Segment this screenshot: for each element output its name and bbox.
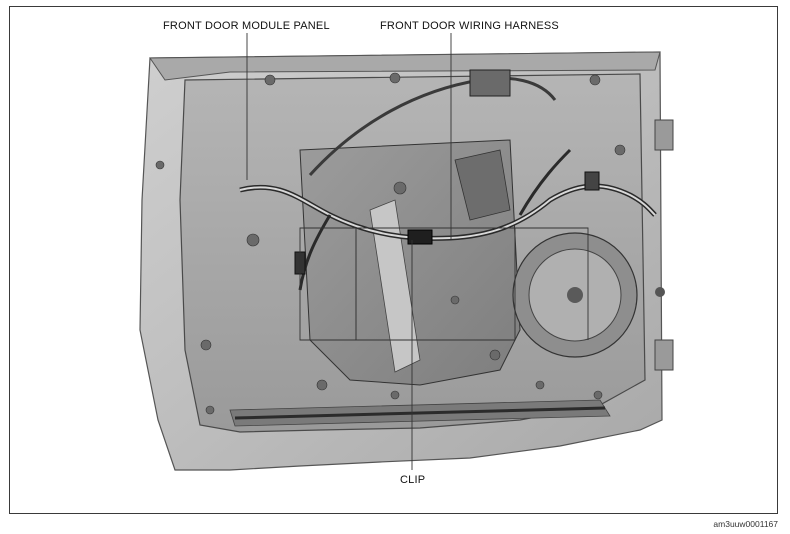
latch-bolt [655,287,665,297]
wiring-harness-branch-left [298,214,332,291]
hinge-lower [654,339,674,371]
window-frame [149,51,661,81]
figure-reference-code: am3uuw0001167 [713,519,778,529]
label-front-door-wiring-harness: FRONT DOOR WIRING HARNESS [380,20,559,32]
label-clip: CLIP [400,474,426,486]
regulator-bracket [454,149,511,221]
mounting-holes [155,72,626,415]
hinge-upper [654,119,674,151]
connector-right [584,171,600,191]
callout-lines [246,33,589,470]
speaker-center [567,287,583,303]
connector-top [469,69,511,97]
bottom-rail-stripe [234,406,606,420]
wiring-harness-branch-right [518,148,572,216]
wiring-harness-branch-top [308,76,557,177]
clip-part [407,229,433,245]
wiring-harness-highlight [239,184,656,240]
label-front-door-module-panel: FRONT DOOR MODULE PANEL [163,20,330,32]
regulator-rail [369,199,421,373]
